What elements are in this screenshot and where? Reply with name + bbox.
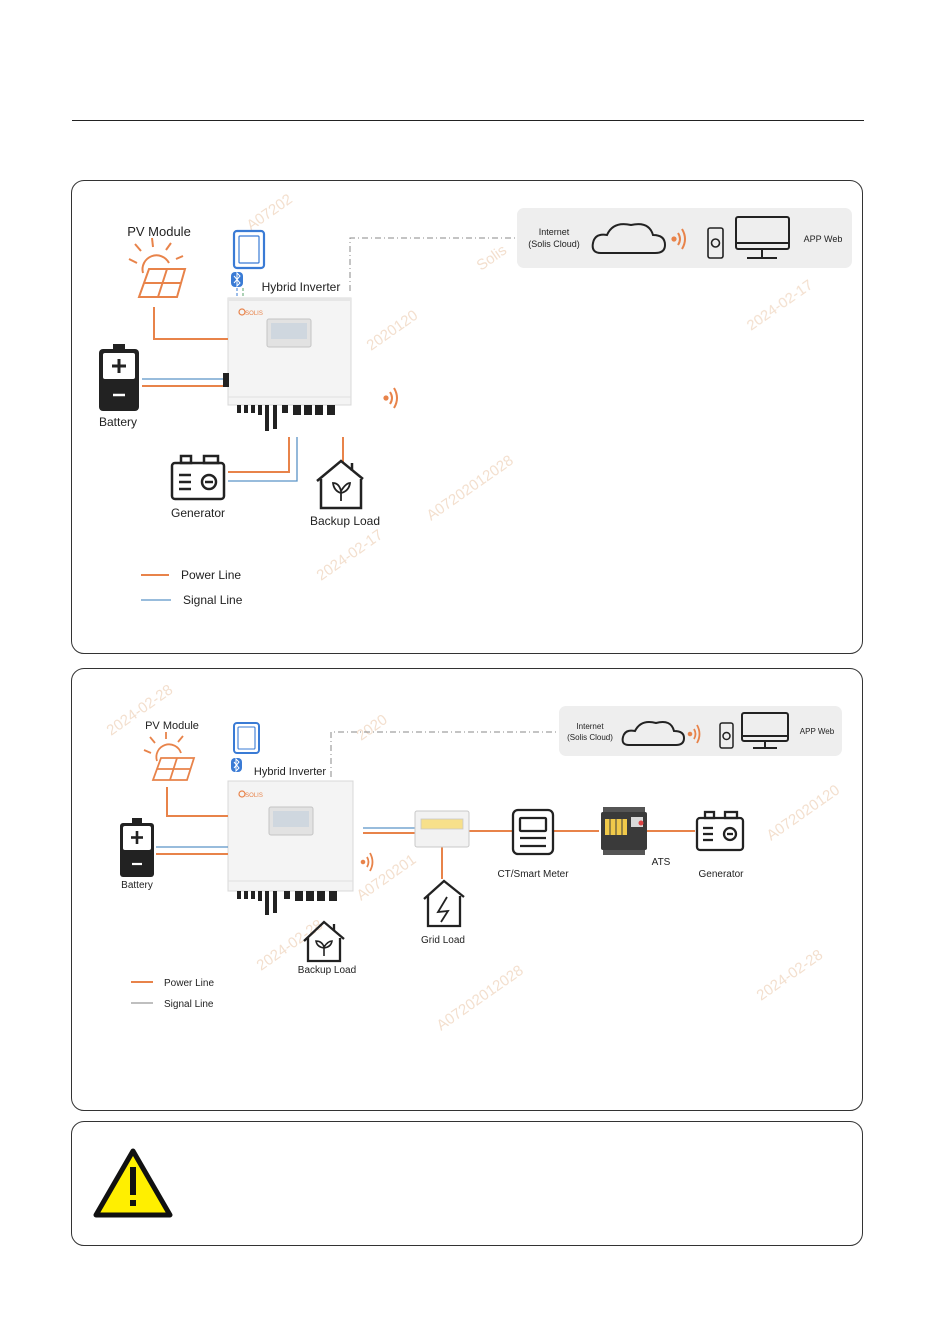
legend-power-label: Power Line (181, 568, 241, 582)
header-rule (72, 120, 864, 121)
ct-meter-label: CT/Smart Meter (497, 869, 569, 880)
tablet-icon (232, 229, 266, 270)
house-icon (316, 459, 364, 510)
sun-panel-icon (143, 732, 196, 781)
internet-sub-label: (Solis Cloud) (528, 239, 580, 249)
hybrid-inverter: SOLIS (227, 780, 354, 915)
bluetooth-icon (231, 757, 242, 773)
internet-signal-line (330, 731, 557, 777)
house-icon (423, 879, 465, 928)
generator-icon (170, 454, 226, 501)
battery-icon (99, 344, 139, 411)
ats-icon (601, 807, 647, 855)
diagram-panel-generator: 2024-02-28 2020 A0720201 2024-02-28 A072… (71, 668, 863, 1111)
cloud-icon (591, 223, 667, 254)
tablet-icon (233, 722, 260, 754)
wifi-icon (383, 387, 398, 409)
sun-panel-icon (128, 237, 187, 298)
inverter-brand: SOLIS (245, 793, 263, 799)
smart-meter-icon (511, 808, 555, 856)
svg-text:2020: 2020 (354, 711, 391, 744)
legend-signal-label: Signal Line (183, 593, 243, 607)
warning-icon (93, 1148, 173, 1218)
distribution-box (414, 810, 470, 848)
battery-label: Battery (99, 415, 137, 429)
pv-module-label: PV Module (127, 224, 191, 239)
backup-load-label: Backup Load (298, 965, 356, 976)
generator-signal-line (228, 437, 298, 482)
internet-label: Internet (539, 227, 570, 237)
grid-load-label: Grid Load (421, 935, 465, 946)
legend-power-label: Power Line (164, 978, 214, 989)
pv-power-line (166, 787, 228, 817)
cloud-icon (621, 721, 686, 746)
svg-text:A0720201: A0720201 (354, 851, 420, 904)
wifi-icon (360, 852, 374, 872)
backup-load-label: Backup Load (310, 514, 380, 528)
monitor-icon (735, 216, 790, 259)
phone-icon (719, 722, 734, 749)
warning-svg (93, 1148, 173, 1218)
internet-signal-line (349, 237, 515, 291)
monitor-icon (741, 712, 789, 749)
diagram-1-svg: A07202 2020120 Solis A07202012028 2024-0… (99, 191, 852, 607)
svg-text:2024-02-28: 2024-02-28 (754, 946, 827, 1004)
inverter-brand: SOLIS (245, 311, 263, 317)
hybrid-inverter-label: Hybrid Inverter (254, 766, 326, 778)
diagram-panel-offgrid: A07202 2020120 Solis A07202012028 2024-0… (71, 180, 863, 654)
svg-text:A07202012028: A07202012028 (424, 452, 517, 524)
svg-text:A072020120: A072020120 (764, 782, 843, 845)
svg-text:A07202012028: A07202012028 (434, 962, 527, 1034)
pv-module-label: PV Module (145, 720, 199, 732)
svg-text:2020120: 2020120 (364, 307, 422, 354)
app-web-label: APP Web (804, 234, 843, 244)
legend-signal-label: Signal Line (164, 999, 214, 1010)
internet-sub-label: (Solis Cloud) (567, 733, 613, 742)
internet-label: Internet (576, 722, 604, 731)
app-web-label: APP Web (800, 727, 835, 736)
battery-label: Battery (121, 880, 153, 891)
house-icon (303, 920, 345, 963)
battery-icon (120, 818, 154, 877)
bluetooth-icon (231, 271, 243, 288)
hybrid-inverter: SOLIS (223, 297, 352, 431)
internet-box (559, 706, 842, 756)
svg-text:Solis: Solis (474, 242, 510, 275)
wifi-icon (687, 724, 701, 744)
wifi-icon (671, 228, 686, 250)
svg-text:2024-02-17: 2024-02-17 (314, 526, 387, 584)
ats-label: ATS (652, 857, 671, 868)
svg-text:A07202: A07202 (244, 191, 296, 235)
warning-panel (71, 1121, 863, 1246)
generator-icon (695, 810, 745, 852)
generator-power-line (228, 437, 290, 473)
phone-icon (707, 227, 724, 259)
hybrid-inverter-label: Hybrid Inverter (262, 280, 341, 294)
diagram-2-svg: 2024-02-28 2020 A0720201 2024-02-28 A072… (104, 681, 843, 1034)
svg-text:2024-02-17: 2024-02-17 (744, 276, 817, 334)
generator-label: Generator (698, 869, 744, 880)
generator-label: Generator (171, 506, 225, 520)
pv-power-line (153, 307, 228, 340)
